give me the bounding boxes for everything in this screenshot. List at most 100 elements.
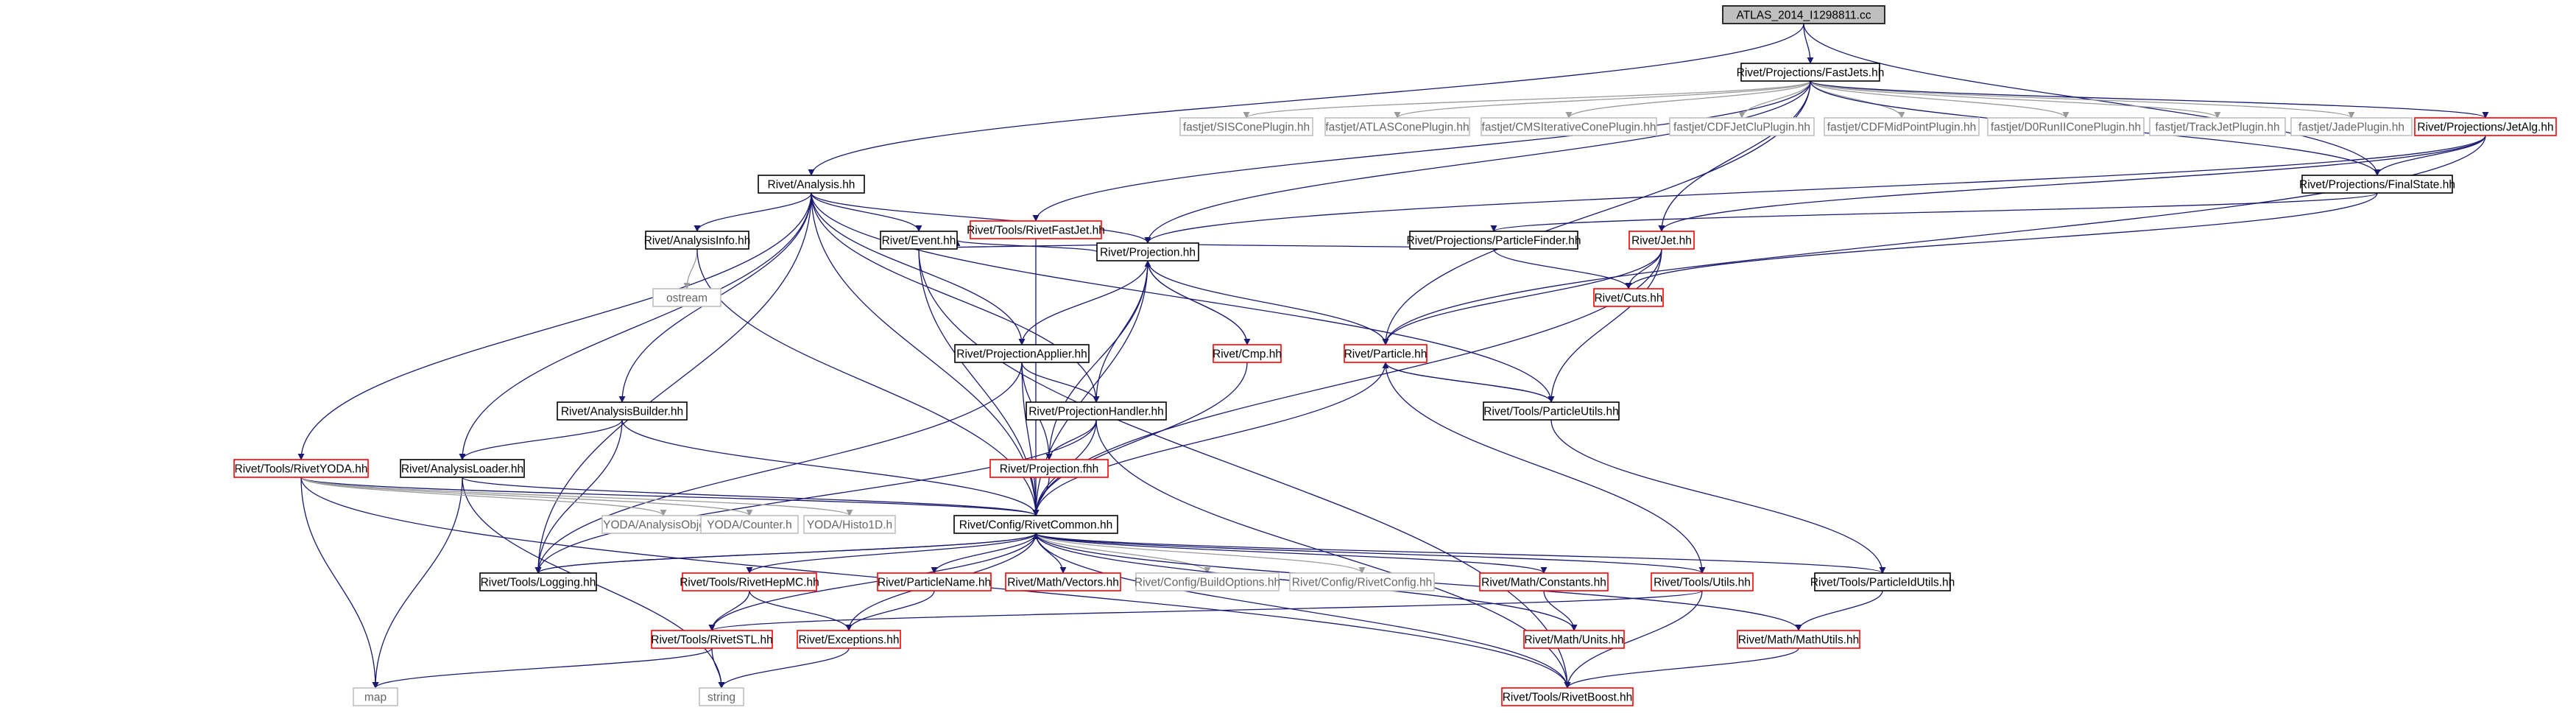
node-box xyxy=(2301,175,2453,194)
node-label: Rivet/Tools/RivetSTL.hh xyxy=(651,634,772,647)
node-utils[interactable]: Rivet/Tools/Utils.hh xyxy=(1651,572,1754,591)
node-particle[interactable]: Rivet/Particle.hh xyxy=(1344,344,1428,363)
node-label: Rivet/Tools/RivetHepMC.hh xyxy=(680,577,819,589)
node-analysis[interactable]: Rivet/Analysis.hh xyxy=(758,175,865,194)
node-buildoptions: Rivet/Config/BuildOptions.hh xyxy=(1135,572,1280,591)
node-particleidutils[interactable]: Rivet/Tools/ParticleIdUtils.hh xyxy=(1810,572,1955,591)
edge-rivetyoda-to-map xyxy=(300,477,379,689)
node-projhandler[interactable]: Rivet/ProjectionHandler.hh xyxy=(1026,401,1167,421)
edge-fastjets-to-trackjet xyxy=(1810,80,2221,119)
edge-group xyxy=(372,647,713,689)
edge-analysis-to-particleutils xyxy=(811,192,1555,403)
edge-group xyxy=(746,533,1037,574)
node-label: Rivet/Tools/Utils.hh xyxy=(1654,577,1751,589)
node-particlefinder[interactable]: Rivet/Projections/ParticleFinder.hh xyxy=(1407,231,1581,250)
edge-rivetstl-to-map xyxy=(372,647,713,689)
node-label: Rivet/Event.hh xyxy=(882,235,956,247)
node-jetalg[interactable]: Rivet/Projections/JetAlg.hh xyxy=(2414,117,2557,136)
edge-group xyxy=(811,192,1100,403)
node-box xyxy=(758,175,865,194)
edge-rivetcommon-to-rivetconfig xyxy=(1035,533,1366,574)
edge-group xyxy=(300,477,853,516)
file-nodes: ATLAS_2014_I1298811.ccRivet/Projections/… xyxy=(233,5,2557,706)
node-cmp[interactable]: Rivet/Cmp.hh xyxy=(1213,344,1282,363)
edge-group xyxy=(918,248,1571,689)
node-projection[interactable]: Rivet/Projection.hh xyxy=(1096,242,1199,261)
edge-rivethepmc-to-exceptions xyxy=(749,590,853,631)
node-box xyxy=(954,344,1090,363)
edge-rivetyoda-to-yodahisto xyxy=(300,477,853,516)
edge-group xyxy=(711,647,725,689)
node-mathvectors[interactable]: Rivet/Math/Vectors.hh xyxy=(1005,572,1121,591)
node-logging[interactable]: Rivet/Tools/Logging.hh xyxy=(479,572,597,591)
edge-rivetcommon-to-rivetboost xyxy=(1035,533,1571,689)
node-box xyxy=(1344,344,1428,363)
node-particleutils[interactable]: Rivet/Tools/ParticleUtils.hh xyxy=(1483,401,1620,421)
edge-group xyxy=(300,477,667,516)
node-mathutils[interactable]: Rivet/Math/MathUtils.hh xyxy=(1737,630,1860,649)
node-box xyxy=(1179,117,1313,136)
node-box xyxy=(700,515,799,534)
node-cuts[interactable]: Rivet/Cuts.hh xyxy=(1593,288,1664,307)
node-analysisbuilder[interactable]: Rivet/AnalysisBuilder.hh xyxy=(557,401,688,421)
node-analysisloader[interactable]: Rivet/AnalysisLoader.hh xyxy=(400,459,525,478)
edge-logging-to-rivetcommon xyxy=(537,533,1040,574)
edge-group xyxy=(1565,80,1811,119)
edge-analysisbuilder-to-analysisloader xyxy=(459,419,623,460)
node-box xyxy=(1289,572,1435,591)
node-label: Rivet/Jet.hh xyxy=(1631,235,1692,247)
node-exceptions[interactable]: Rivet/Exceptions.hh xyxy=(797,630,901,649)
node-projapplier[interactable]: Rivet/ProjectionApplier.hh xyxy=(954,344,1090,363)
edge-group xyxy=(1548,248,1662,403)
edge-group xyxy=(1035,533,1548,574)
edge-jetalg-to-projection xyxy=(1144,135,2486,244)
node-event[interactable]: Rivet/Event.hh xyxy=(880,231,958,250)
node-projectionfhh[interactable]: Rivet/Projection.fhh xyxy=(989,459,1109,478)
edge-mathutils-to-rivetboost xyxy=(1564,647,1799,689)
edge-group xyxy=(1035,533,1211,574)
edge-group xyxy=(537,533,1040,574)
node-rivetstl[interactable]: Rivet/Tools/RivetSTL.hh xyxy=(651,630,773,649)
node-label: Rivet/ProjectionApplier.hh xyxy=(956,348,1087,361)
node-box xyxy=(1481,117,1657,136)
node-label: Rivet/Tools/RivetBoost.hh xyxy=(1503,692,1633,704)
node-mathconstants[interactable]: Rivet/Math/Constants.hh xyxy=(1479,572,1609,591)
edge-utils-to-rivetstl xyxy=(708,590,1703,631)
node-box xyxy=(233,459,369,478)
node-label: ATLAS_2014_I1298811.cc xyxy=(1737,10,1871,22)
node-label: Rivet/Tools/Logging.hh xyxy=(481,577,596,589)
node-box xyxy=(803,515,896,534)
node-rivetcommon[interactable]: Rivet/Config/RivetCommon.hh xyxy=(953,515,1118,534)
node-jet[interactable]: Rivet/Jet.hh xyxy=(1628,231,1695,250)
node-fastjets[interactable]: Rivet/Projections/FastJets.hh xyxy=(1737,63,1885,82)
edge-root-to-fastjets xyxy=(1803,23,1814,64)
edge-projection-to-projapplier xyxy=(1018,260,1148,345)
node-box xyxy=(970,220,1102,239)
node-mathunits[interactable]: Rivet/Math/Units.hh xyxy=(1523,630,1625,649)
node-label: Rivet/Projections/FinalState.hh xyxy=(2299,179,2455,192)
node-label: Rivet/Particle.hh xyxy=(1344,348,1428,361)
node-label: Rivet/Config/BuildOptions.hh xyxy=(1135,577,1280,589)
node-rivetyoda[interactable]: Rivet/Tools/RivetYODA.hh xyxy=(233,459,369,478)
node-box xyxy=(400,459,525,478)
node-box xyxy=(2149,117,2286,136)
edge-jetalg-to-jet xyxy=(1658,135,2486,232)
node-rivetfastjet[interactable]: Rivet/Tools/RivetFastJet.hh xyxy=(967,220,1105,239)
edge-group xyxy=(1382,362,1552,403)
edge-group xyxy=(300,477,379,689)
edge-cmp-to-rivetcommon xyxy=(1032,362,1248,516)
node-finalstate[interactable]: Rivet/Projections/FinalState.hh xyxy=(2299,175,2455,194)
edge-rivetyoda-to-yodacounter xyxy=(300,477,753,516)
node-label: fastjet/TrackJetPlugin.hh xyxy=(2155,122,2279,134)
node-analysisinfo[interactable]: Rivet/AnalysisInfo.hh xyxy=(644,231,751,250)
node-particlename[interactable]: Rivet/ParticleName.hh xyxy=(877,572,992,591)
edge-group xyxy=(297,192,812,460)
node-rivethepmc[interactable]: Rivet/Tools/RivetHepMC.hh xyxy=(680,572,819,591)
edge-group xyxy=(1018,260,1148,345)
edge-fastjets-to-cmsiter xyxy=(1565,80,1811,119)
edge-group xyxy=(1035,533,1366,574)
node-rivetboost[interactable]: Rivet/Tools/RivetBoost.hh xyxy=(1501,687,1634,706)
edge-jet-to-particle xyxy=(1382,248,1662,345)
node-label: Rivet/Cmp.hh xyxy=(1213,348,1282,361)
